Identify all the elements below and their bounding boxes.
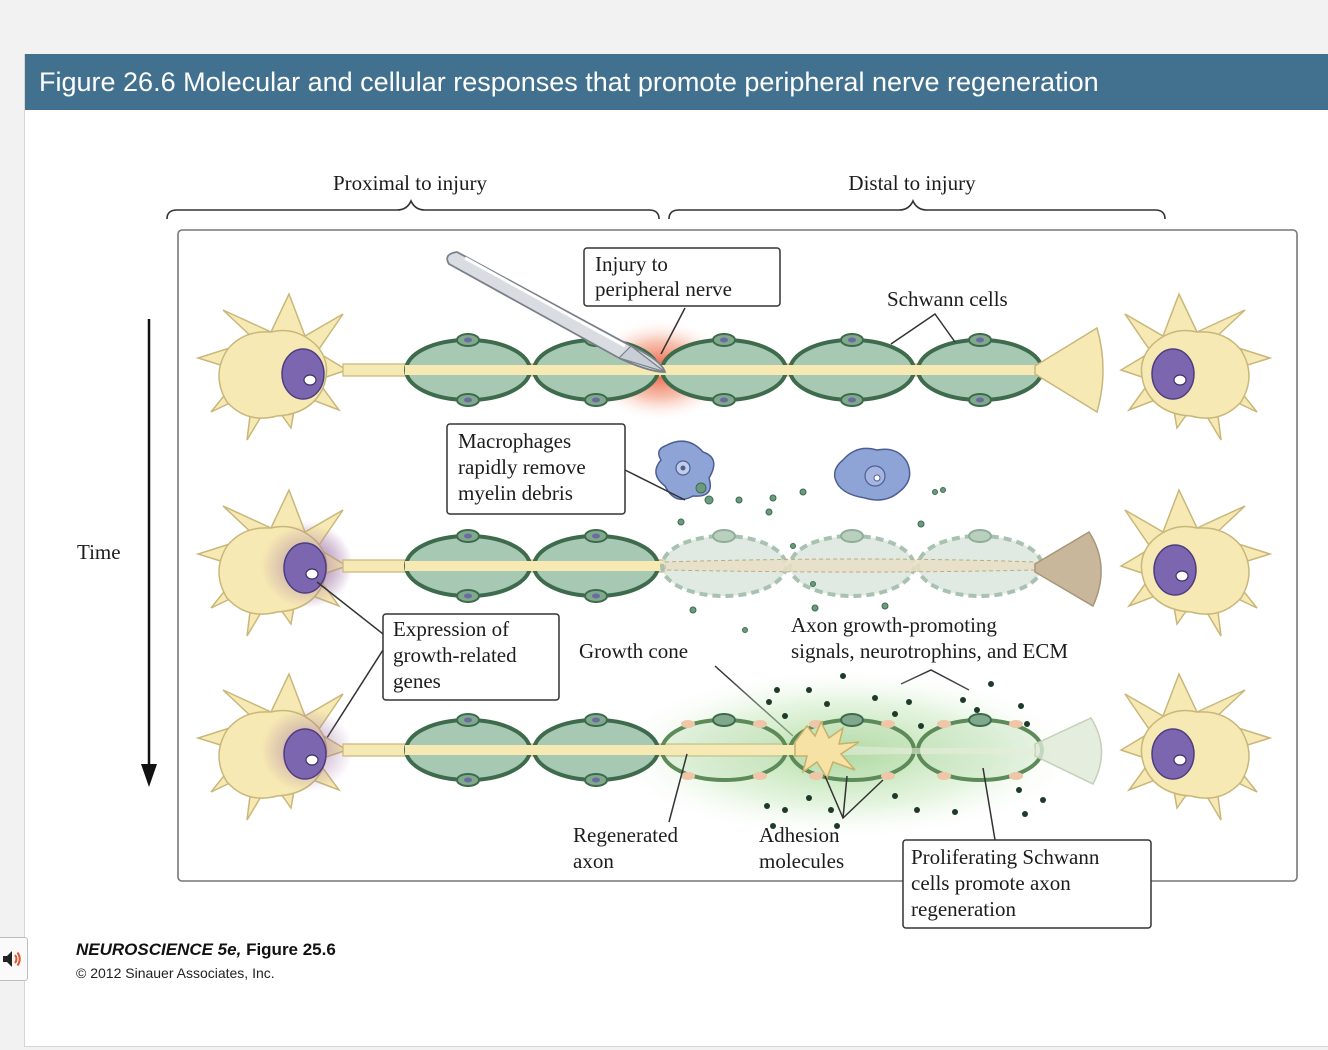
figure-number: Figure 25.6 (246, 940, 336, 959)
proliferating-label-line2: cells promote axon (911, 871, 1071, 895)
book-credit: NEUROSCIENCE 5e, Figure 25.6 (76, 940, 336, 960)
proximal-bracket (166, 199, 660, 220)
proliferating-label-line1: Proliferating Schwann (911, 845, 1100, 869)
macrophage-icon (833, 447, 911, 501)
time-label: Time (77, 540, 121, 564)
scalpel-icon (446, 251, 667, 373)
myelin-debris (677, 487, 946, 633)
regenerated-axon-label-line1: Regenerated (573, 823, 678, 847)
row-regeneration (197, 666, 1271, 842)
expression-callout: Expression of growth-related genes (308, 581, 560, 767)
time-arrow-head (141, 764, 157, 787)
expression-label-line1: Expression of (393, 617, 509, 641)
injury-label-line1: Injury to (595, 252, 668, 276)
growth-cone-label: Growth cone (579, 639, 688, 663)
row-degeneration (197, 489, 1271, 637)
macrophages-label-line3: myelin debris (458, 481, 573, 505)
proliferating-callout: Proliferating Schwann cells promote axon… (902, 767, 1152, 929)
expression-label-line3: genes (393, 669, 441, 693)
macrophages-label-line2: rapidly remove (458, 455, 586, 479)
schwann-cells-label: Schwann cells (887, 287, 1008, 311)
speaker-icon (3, 951, 21, 967)
signals-label-line1: Axon growth-promoting (791, 613, 997, 637)
expression-label-line2: growth-related (393, 643, 517, 667)
macrophages-label-line1: Macrophages (458, 429, 571, 453)
proliferating-label-line3: regeneration (911, 897, 1016, 921)
audio-button[interactable] (0, 937, 28, 981)
growth-cone-icon (794, 720, 860, 780)
proximal-label: Proximal to injury (333, 171, 487, 195)
figure-title: Figure 26.6 Molecular and cellular respo… (39, 67, 1099, 97)
adhesion-label-line1: Adhesion (759, 823, 840, 847)
nerve-regeneration-diagram: Proximal to injury Distal to injury Time (77, 171, 1298, 929)
regenerated-axon-label-line2: axon (573, 849, 614, 873)
injury-label-line2: peripheral nerve (595, 277, 732, 301)
slide: Figure 26.6 Molecular and cellular respo… (24, 54, 1328, 1047)
copyright: © 2012 Sinauer Associates, Inc. (76, 965, 275, 981)
schwann-pointer (890, 312, 956, 345)
signal-molecules (764, 673, 1046, 829)
macrophage-icon (655, 440, 715, 505)
distal-label: Distal to injury (848, 171, 976, 195)
distal-bracket (668, 199, 1166, 220)
injury-callout: Injury to peripheral nerve (583, 247, 781, 355)
signals-label-line2: signals, neurotrophins, and ECM (791, 639, 1068, 663)
adhesion-label-line2: molecules (759, 849, 844, 873)
title-bar: Figure 26.6 Molecular and cellular respo… (25, 54, 1328, 110)
book-title: NEUROSCIENCE 5e, (76, 940, 242, 959)
regenerated-axon-pointer (668, 753, 688, 823)
macrophages-callout: Macrophages rapidly remove myelin debris (446, 423, 686, 515)
